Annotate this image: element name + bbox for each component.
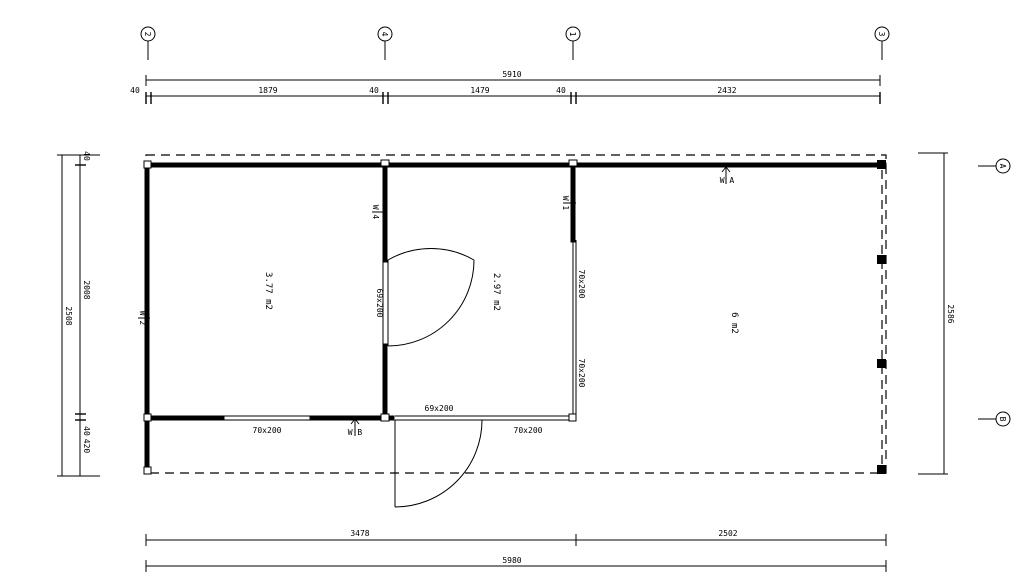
room3-area: 6 m2: [729, 312, 739, 334]
svg-text:5910: 5910: [502, 70, 521, 79]
room1-area: 3.77 m2: [263, 272, 273, 310]
window-right-lower: 70x200: [577, 359, 586, 388]
svg-text:1: 1: [568, 32, 577, 37]
svg-text:W B: W B: [348, 428, 363, 437]
top-dimension-segments: 40 1879 40 1479 40 2432: [130, 86, 881, 104]
room2-area: 2.97 m2: [491, 273, 501, 311]
svg-text:2502: 2502: [718, 529, 737, 538]
dim-1479: 1479: [470, 86, 489, 95]
svg-text:B: B: [998, 417, 1007, 422]
dim-40-a: 40: [130, 86, 140, 95]
window-right-upper: 70x200: [577, 270, 586, 299]
svg-text:69x200: 69x200: [425, 404, 454, 413]
svg-text:70x200: 70x200: [577, 270, 586, 299]
grid-marker-2: 2: [140, 26, 156, 60]
svg-text:5980: 5980: [502, 556, 521, 565]
svg-text:A: A: [998, 164, 1007, 169]
svg-text:2008: 2008: [82, 280, 91, 299]
wall-tag-a: W A: [720, 166, 735, 185]
svg-text:69x200: 69x200: [375, 289, 384, 318]
svg-text:3: 3: [877, 32, 886, 37]
svg-text:W A: W A: [720, 176, 735, 185]
svg-text:70x200: 70x200: [577, 359, 586, 388]
door-bottom: 69x200: [394, 404, 484, 508]
dim-40-c: 40: [556, 86, 566, 95]
top-dimension-overall: 5910: [145, 70, 881, 86]
svg-text:W 4: W 4: [371, 205, 380, 220]
grid-marker-b: B: [978, 411, 1011, 427]
wall-tag-4: W 4: [371, 205, 385, 220]
svg-text:2508: 2508: [64, 306, 73, 325]
bottom-dimension-segments: 3478 2502: [145, 529, 887, 546]
window-bottom-left: 70x200: [222, 415, 312, 435]
grid-marker-a: A: [978, 158, 1011, 174]
svg-text:70x200: 70x200: [514, 426, 543, 435]
svg-text:420: 420: [82, 439, 91, 454]
svg-text:3478: 3478: [350, 529, 369, 538]
dim-1879: 1879: [258, 86, 277, 95]
window-bottom-right: 70x200: [484, 240, 577, 435]
svg-text:2586: 2586: [946, 304, 955, 323]
grid-marker-4: 4: [377, 26, 393, 60]
grid-marker-3: 3: [874, 26, 890, 60]
svg-text:2: 2: [143, 32, 152, 37]
svg-text:70x200: 70x200: [253, 426, 282, 435]
grid-marker-1: 1: [565, 26, 581, 60]
posts: [143, 159, 886, 475]
bottom-dimension-overall: 5980: [145, 556, 887, 572]
right-dimension: 2586: [918, 152, 955, 475]
wall-tag-1: W 1: [561, 196, 576, 211]
left-dimension-outer: 2508: [57, 154, 100, 477]
svg-text:4: 4: [380, 32, 389, 37]
left-dimension-inner: 40 2008 40 420: [75, 151, 91, 476]
svg-text:40: 40: [82, 151, 91, 161]
dim-40-b: 40: [369, 86, 379, 95]
wall-tag-2: W 2: [138, 311, 150, 326]
svg-text:W 2: W 2: [138, 311, 147, 326]
dim-2432: 2432: [717, 86, 736, 95]
svg-text:40: 40: [82, 426, 91, 436]
door-left-wall: 69x200: [375, 247, 475, 347]
wall-tag-b: W B: [348, 418, 363, 437]
svg-text:W 1: W 1: [561, 196, 570, 211]
